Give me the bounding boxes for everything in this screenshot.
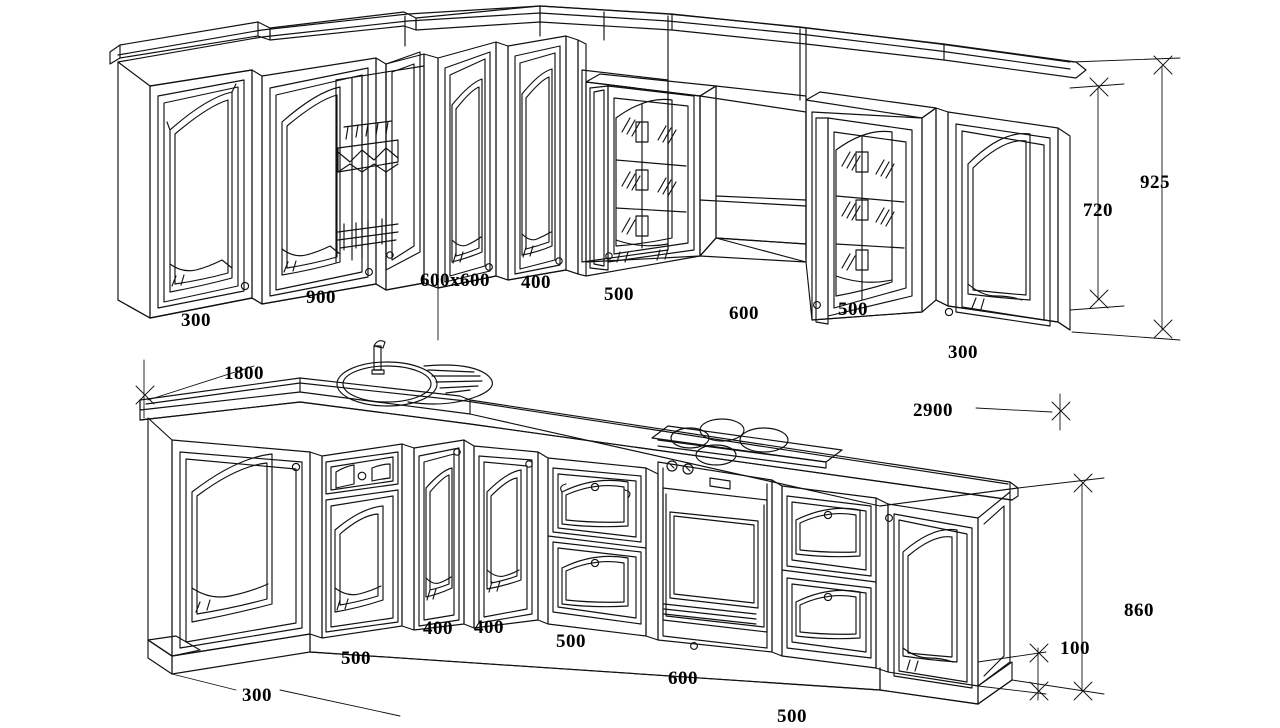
upper-cabinet-group [109,5,1087,331]
dim-lower-600: 600 [668,668,698,689]
dim-upper-900: 900 [306,287,336,308]
dim-lower-height-100: 100 [1060,638,1090,659]
dim-upper-height-925: 925 [1140,172,1170,193]
lower-cabinet-group [139,340,1019,705]
dim-upper-600x600: 600x600 [420,270,490,291]
dim-upper-500-left: 500 [604,284,634,305]
dim-lower-500-mid: 500 [556,631,586,652]
dim-upper-height-720: 720 [1083,200,1113,221]
dim-upper-400: 400 [521,272,551,293]
dim-lower-1800: 1800 [224,363,264,384]
dim-upper-500-right: 500 [838,299,868,320]
dimension-lines [135,55,1181,717]
dim-lower-500-left: 500 [341,648,371,669]
dim-upper-300-right: 300 [948,342,978,363]
dim-upper-300-left: 300 [181,310,211,331]
dim-lower-500-right: 500 [777,706,807,727]
dim-lower-height-860: 860 [1124,600,1154,621]
dim-lower-400-a: 400 [423,618,453,639]
dim-lower-400-b: 400 [474,617,504,638]
dim-lower-300: 300 [242,685,272,706]
dim-upper-600: 600 [729,303,759,324]
dim-lower-2900: 2900 [913,400,953,421]
